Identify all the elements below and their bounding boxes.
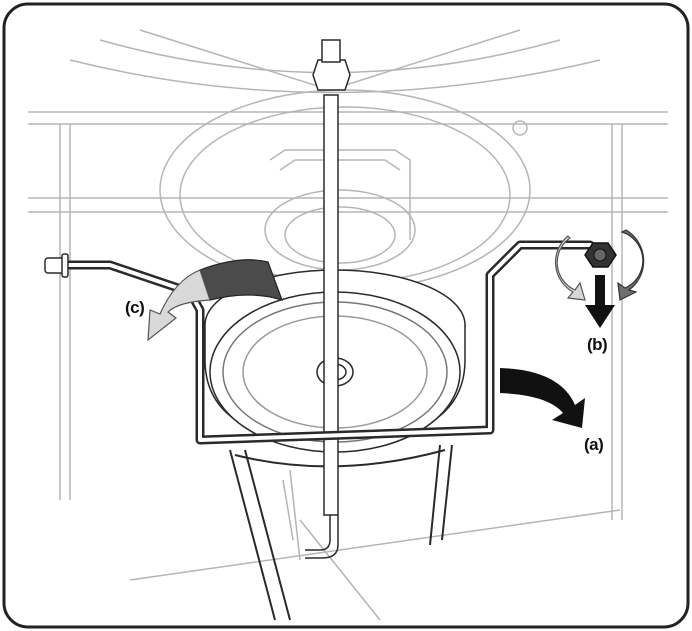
end-plug — [45, 254, 68, 277]
twist-arrow-dark — [200, 260, 282, 300]
callout-label-b: (b) — [587, 335, 607, 355]
callout-label-a: (a) — [584, 435, 603, 455]
callout-label-c: (c) — [125, 298, 144, 318]
